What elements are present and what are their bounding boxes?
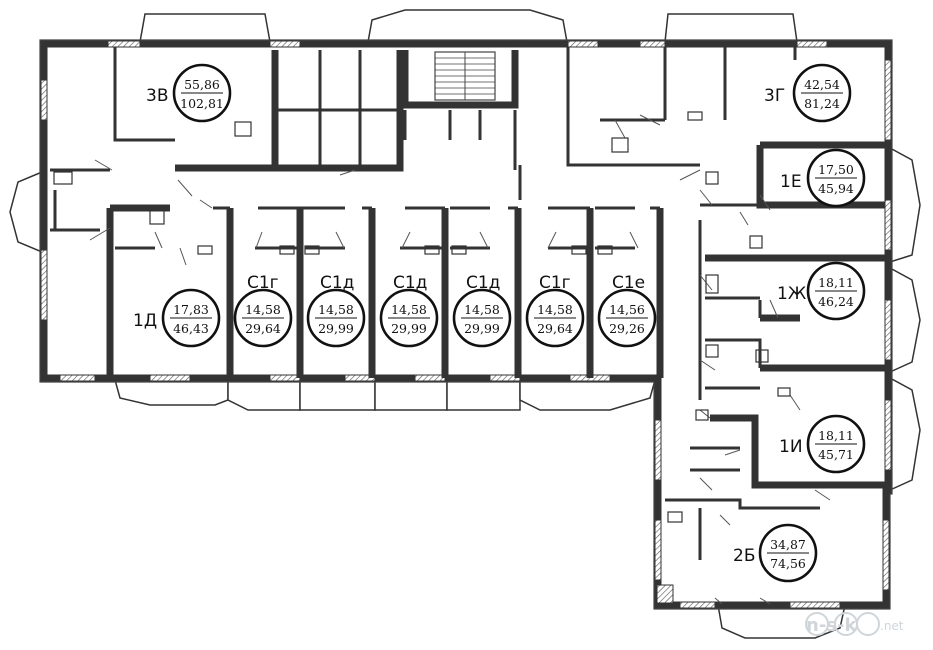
total-area: 29,99 (464, 321, 500, 336)
apartment-label: С1г 14,58 29,64 (525, 273, 585, 348)
total-area: 29,64 (245, 321, 281, 336)
apartment-code: С1е (612, 273, 645, 293)
total-area: 29,26 (609, 321, 645, 336)
apartment-code: 1И (779, 437, 803, 457)
living-area: 18,11 (818, 428, 854, 443)
living-area: 17,50 (818, 162, 854, 177)
living-area: 14,56 (609, 302, 645, 317)
fixtures (53, 40, 791, 523)
hatched-walls (40, 40, 892, 609)
apartment-label: С1д 14,58 29,99 (452, 273, 512, 348)
total-area: 29,99 (391, 321, 427, 336)
total-area: 45,94 (818, 181, 854, 196)
total-area: 29,64 (537, 321, 573, 336)
living-area: 14,58 (537, 302, 573, 317)
living-area: 14,58 (318, 302, 354, 317)
total-area: 81,24 (804, 96, 840, 111)
outer-walls (39, 39, 893, 610)
apartment-label: 1И 18,11 45,71 (779, 414, 866, 474)
total-area: 46,24 (818, 294, 854, 309)
total-area: 102,81 (180, 96, 224, 111)
apartment-label: 3В 55,86 102,81 (146, 63, 232, 123)
living-area: 17,83 (173, 302, 209, 317)
watermark-brand: n-s-k (806, 615, 857, 636)
apartment-code: 2Б (733, 546, 755, 566)
apartment-label: С1д 14,58 29,99 (306, 273, 366, 348)
apartment-code: 1Е (780, 172, 802, 192)
living-area: 18,11 (818, 275, 854, 290)
bay-windows (9, 9, 921, 639)
apartment-label: 1Ж 18,11 46,24 (777, 261, 866, 321)
apartment-label: С1д 14,58 29,99 (379, 273, 439, 348)
apartment-code: С1г (539, 273, 571, 293)
apartment-code: С1г (247, 273, 279, 293)
living-area: 55,86 (184, 77, 220, 92)
living-area: 34,87 (770, 537, 806, 552)
apartment-label: 1Е 17,50 45,94 (780, 148, 866, 208)
apartment-code: 1Ж (777, 284, 806, 304)
total-area: 46,43 (173, 321, 209, 336)
total-area: 29,99 (318, 321, 354, 336)
total-area: 74,56 (770, 556, 806, 571)
apartment-code: 1Д (133, 311, 157, 331)
apartment-label: 3Г 42,54 81,24 (764, 63, 852, 123)
apartment-label: С1г 14,58 29,64 (233, 273, 293, 348)
interior-walls (50, 47, 885, 560)
living-area: 14,58 (391, 302, 427, 317)
stair (434, 51, 496, 101)
total-area: 45,71 (818, 447, 854, 462)
watermark-tld: .net (880, 619, 904, 633)
apartment-code: С1д (320, 273, 354, 293)
apartment-code: С1д (393, 273, 427, 293)
watermark: n-s-k .net (805, 612, 904, 636)
apartment-label: С1е 14,56 29,26 (597, 273, 657, 348)
apartment-label: 2Б 34,87 74,56 (733, 523, 818, 583)
living-area: 14,58 (245, 302, 281, 317)
door-swings (89, 114, 831, 605)
apartment-code: 3В (146, 86, 168, 106)
living-area: 14,58 (464, 302, 500, 317)
living-area: 42,54 (804, 77, 840, 92)
apartment-label: 1Д 17,83 46,43 (133, 288, 221, 348)
apartment-code: С1д (466, 273, 500, 293)
apartment-code: 3Г (764, 86, 785, 106)
